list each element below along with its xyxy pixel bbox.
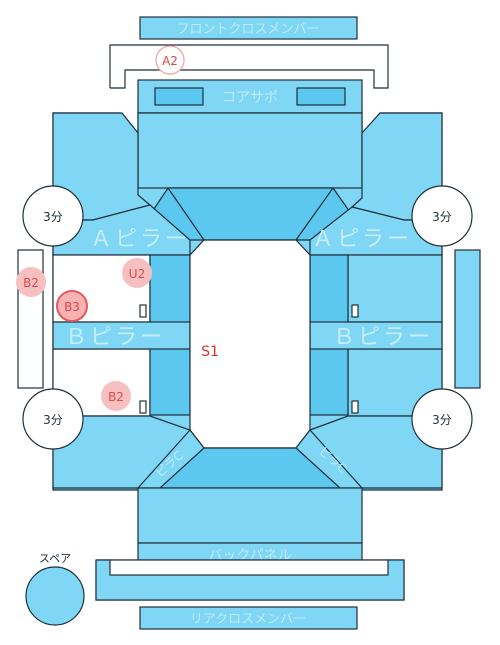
front-cross-member-label: フロントクロスメンバー [176, 22, 319, 37]
a-pillar-right-label: Ａピラー [312, 227, 412, 252]
core-support-right-slot [296, 87, 346, 106]
damage-mark-u2[interactable] [122, 258, 152, 288]
hood[interactable] [137, 112, 363, 189]
door-marker-rear-right[interactable] [411, 388, 473, 450]
core-support-label: コアサポ [222, 90, 278, 106]
damage-mark-b2-side[interactable] [16, 267, 46, 297]
damage-mark-a2[interactable] [155, 45, 185, 75]
handle-left-front [139, 304, 147, 318]
front-bracket-outline [109, 44, 389, 89]
windshield-right-edge [295, 187, 334, 241]
damage-mark-b2-lower[interactable] [101, 381, 131, 411]
a-pillar-left-label: Ａピラー [90, 227, 190, 252]
b-pillar-right-label: Ｂピラー [333, 325, 433, 350]
b-pillar-left-label: Ｂピラー [65, 325, 165, 350]
door-marker-front-right[interactable] [411, 185, 473, 247]
handle-left-rear [139, 400, 147, 414]
door-marker-rear-right-text: 3分 [432, 413, 452, 427]
door-marker-front-left[interactable] [22, 185, 84, 247]
rear-cross-member-label: リアクロスメンバー [190, 612, 306, 627]
door-marker-front-left-text: 3分 [43, 210, 63, 224]
front-cross-member[interactable] [139, 16, 358, 40]
trunk[interactable] [137, 487, 363, 544]
b-pillar-right[interactable] [309, 321, 443, 350]
spare-tire[interactable] [25, 566, 85, 626]
core-support-left-slot [154, 87, 204, 106]
damage-mark-b2-lower-text: B2 [108, 390, 124, 404]
door-marker-rear-left-text: 3分 [43, 413, 63, 427]
damage-mark-b3[interactable] [56, 290, 88, 322]
damage-mark-s1[interactable]: S1 [201, 344, 219, 360]
right-side-skirt[interactable] [454, 249, 481, 389]
damage-mark-b3-text: B3 [64, 300, 80, 314]
spare-label: スペア [39, 552, 71, 565]
damage-mark-a2-text: A2 [162, 54, 178, 68]
rear-bumper-inner [109, 559, 389, 576]
b-pillar-left[interactable] [52, 321, 191, 350]
right-front-door[interactable] [347, 254, 443, 323]
rear-cross-member[interactable] [139, 606, 358, 630]
windshield-left-edge [167, 187, 205, 241]
damage-mark-b2-side-text: B2 [23, 276, 39, 290]
handle-right-rear [351, 400, 359, 414]
handle-right-front [351, 304, 359, 318]
door-marker-rear-left[interactable] [22, 388, 84, 450]
damage-mark-u2-text: U2 [129, 267, 145, 281]
door-marker-front-right-text: 3分 [432, 210, 452, 224]
